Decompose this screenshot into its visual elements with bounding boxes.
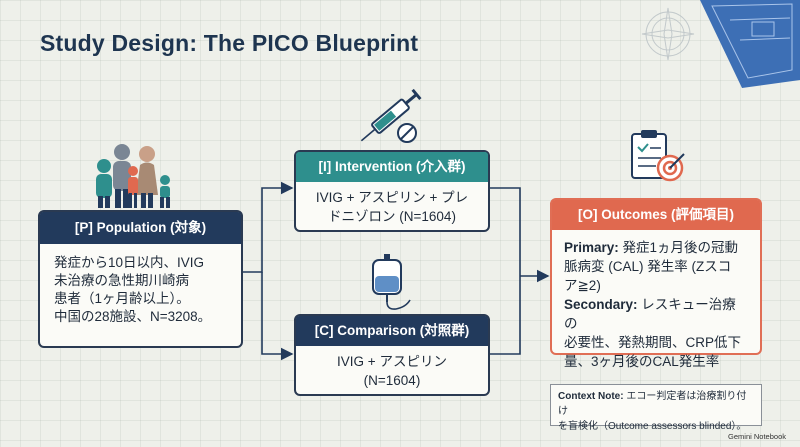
population-line: 患者（1ヶ月齢以上）。 bbox=[54, 291, 190, 306]
comparison-heading: [C] Comparison (対照群) bbox=[296, 316, 488, 346]
primary-text: 発症1ヵ月後の冠動 bbox=[618, 240, 739, 255]
connector-population-to-intervention bbox=[243, 181, 294, 273]
population-box: [P] Population (対象) 発症から10日以内、IVIG 未治療の急… bbox=[38, 210, 243, 348]
population-line: 中国の28施設、N=3208。 bbox=[54, 309, 212, 324]
blueprint-roll-icon bbox=[700, 0, 800, 88]
comparison-body: IVIG + アスピリン (N=1604) bbox=[296, 352, 488, 390]
secondary-outcome-line: Secondary: レスキュー治療の bbox=[564, 295, 748, 333]
context-note-line: を盲検化（Outcome assessors blinded）。 bbox=[558, 421, 747, 432]
intervention-box: [I] Intervention (介入群) IVIG + アスピリン + プレ… bbox=[294, 150, 490, 232]
population-heading: [P] Population (対象) bbox=[40, 212, 241, 244]
secondary-outcome-line: 量、3ヶ月後のCAL発生率 bbox=[564, 354, 720, 369]
intervention-line: IVIG + アスピリン + プレ bbox=[315, 190, 469, 205]
primary-outcome-line: ア≧2) bbox=[564, 278, 601, 293]
context-note-line: Context Note: エコー判定者は治療割り付け bbox=[558, 389, 754, 419]
context-note-text: エコー判定者は治療割り付け bbox=[558, 391, 747, 417]
intervention-heading: [I] Intervention (介入群) bbox=[296, 152, 488, 182]
footer-brand: Gemini Notebook bbox=[728, 432, 786, 441]
intervention-body: IVIG + アスピリン + プレ ドニゾロン (N=1604) bbox=[296, 188, 488, 226]
outcomes-box: [O] Outcomes (評価項目) Primary: 発症1ヵ月後の冠動 脈… bbox=[550, 198, 762, 369]
comparison-line: IVIG + アスピリン bbox=[337, 354, 447, 369]
outcomes-heading: [O] Outcomes (評価項目) bbox=[552, 200, 760, 230]
clipboard-target-icon bbox=[631, 130, 685, 182]
secondary-text: レスキュー治療の bbox=[564, 297, 736, 331]
population-line: 未治療の急性期川崎病 bbox=[54, 273, 189, 288]
iv-bag-icon bbox=[372, 254, 411, 310]
syringe-icon bbox=[360, 88, 422, 143]
connector-population-to-comparison bbox=[261, 272, 294, 361]
comparison-line: (N=1604) bbox=[363, 373, 421, 388]
primary-outcome-line: 脈病変 (CAL) 発生率 (Zスコ bbox=[564, 259, 732, 274]
primary-label: Primary: bbox=[564, 240, 619, 255]
connector-intervention-to-merge bbox=[490, 187, 521, 276]
secondary-label: Secondary: bbox=[564, 297, 638, 312]
flow-connectors bbox=[243, 181, 550, 361]
primary-outcome-line: Primary: 発症1ヵ月後の冠動 bbox=[564, 238, 748, 257]
compass-icon bbox=[641, 7, 695, 61]
population-line: 発症から10日以内、IVIG bbox=[54, 255, 205, 270]
population-body: 発症から10日以内、IVIG 未治療の急性期川崎病 患者（1ヶ月齢以上）。 中国… bbox=[40, 254, 241, 326]
comparison-box: [C] Comparison (対照群) IVIG + アスピリン (N=160… bbox=[294, 314, 490, 396]
page-title: Study Design: The PICO Blueprint bbox=[40, 30, 419, 56]
family-icon bbox=[96, 144, 170, 208]
context-note: Context Note: エコー判定者は治療割り付け を盲検化（Outcome… bbox=[550, 384, 762, 432]
outcomes-body: Primary: 発症1ヵ月後の冠動 脈病変 (CAL) 発生率 (Zスコ ア≧… bbox=[552, 238, 760, 371]
connector-comparison-to-merge bbox=[490, 276, 521, 355]
intervention-line: ドニゾロン (N=1604) bbox=[328, 209, 456, 224]
secondary-outcome-line: 必要性、発熱期間、CRP低下 bbox=[564, 335, 742, 350]
context-note-label: Context Note: bbox=[558, 391, 624, 402]
